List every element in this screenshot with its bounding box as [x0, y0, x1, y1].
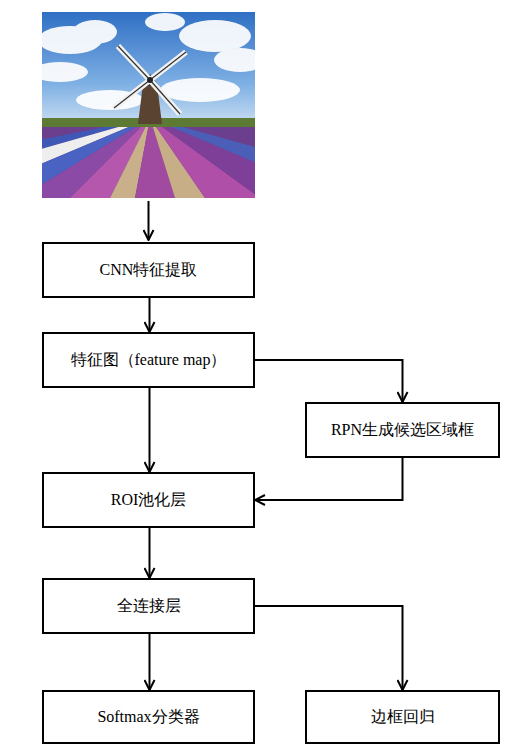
flow-arrow	[149, 298, 151, 332]
flow-arrow	[255, 606, 403, 690]
box-label: Softmax分类器	[97, 707, 199, 727]
blade	[118, 46, 150, 80]
spar	[150, 52, 186, 80]
flow-arrow	[149, 634, 151, 690]
process-box: CNN特征提取	[42, 242, 255, 298]
spar	[150, 80, 180, 114]
process-box: 特征图（feature map）	[42, 332, 255, 388]
cloud	[179, 20, 251, 52]
flow-arrow	[149, 528, 151, 578]
stripe	[150, 118, 255, 198]
cloud	[214, 48, 255, 72]
process-box: RPN生成候选区域框	[305, 402, 500, 458]
flow-arrow	[255, 458, 403, 500]
windmill-photo	[42, 12, 255, 198]
image-arrow	[148, 201, 150, 240]
cloud	[145, 13, 185, 31]
box-label: 全连接层	[117, 596, 181, 616]
stripe	[150, 118, 255, 198]
process-box: 全连接层	[42, 578, 255, 634]
box-label: CNN特征提取	[100, 260, 198, 280]
windmill-hub	[147, 77, 153, 83]
process-box: ROI池化层	[42, 472, 255, 528]
spar	[114, 80, 150, 108]
blade	[150, 52, 186, 80]
box-label: RPN生成候选区域框	[331, 420, 474, 440]
blade	[114, 80, 150, 108]
process-box: Softmax分类器	[42, 690, 255, 744]
process-box: 边框回归	[305, 690, 500, 744]
box-label: 特征图（feature map）	[71, 350, 227, 370]
cloud	[73, 20, 117, 44]
windmill-blades	[114, 46, 186, 114]
windmill	[114, 46, 186, 124]
flow-arrow	[255, 360, 403, 402]
tulip-field	[42, 118, 255, 198]
spar	[118, 46, 150, 80]
stripe	[42, 118, 150, 198]
blade	[150, 80, 180, 114]
stripe	[42, 118, 150, 198]
cloud	[160, 78, 240, 102]
box-label: ROI池化层	[111, 490, 187, 510]
stripe	[42, 118, 150, 198]
flow-arrow	[149, 388, 151, 472]
cloud	[42, 62, 88, 82]
stripe	[42, 118, 150, 198]
blade-spars	[114, 46, 186, 114]
box-label: 边框回归	[371, 707, 435, 727]
